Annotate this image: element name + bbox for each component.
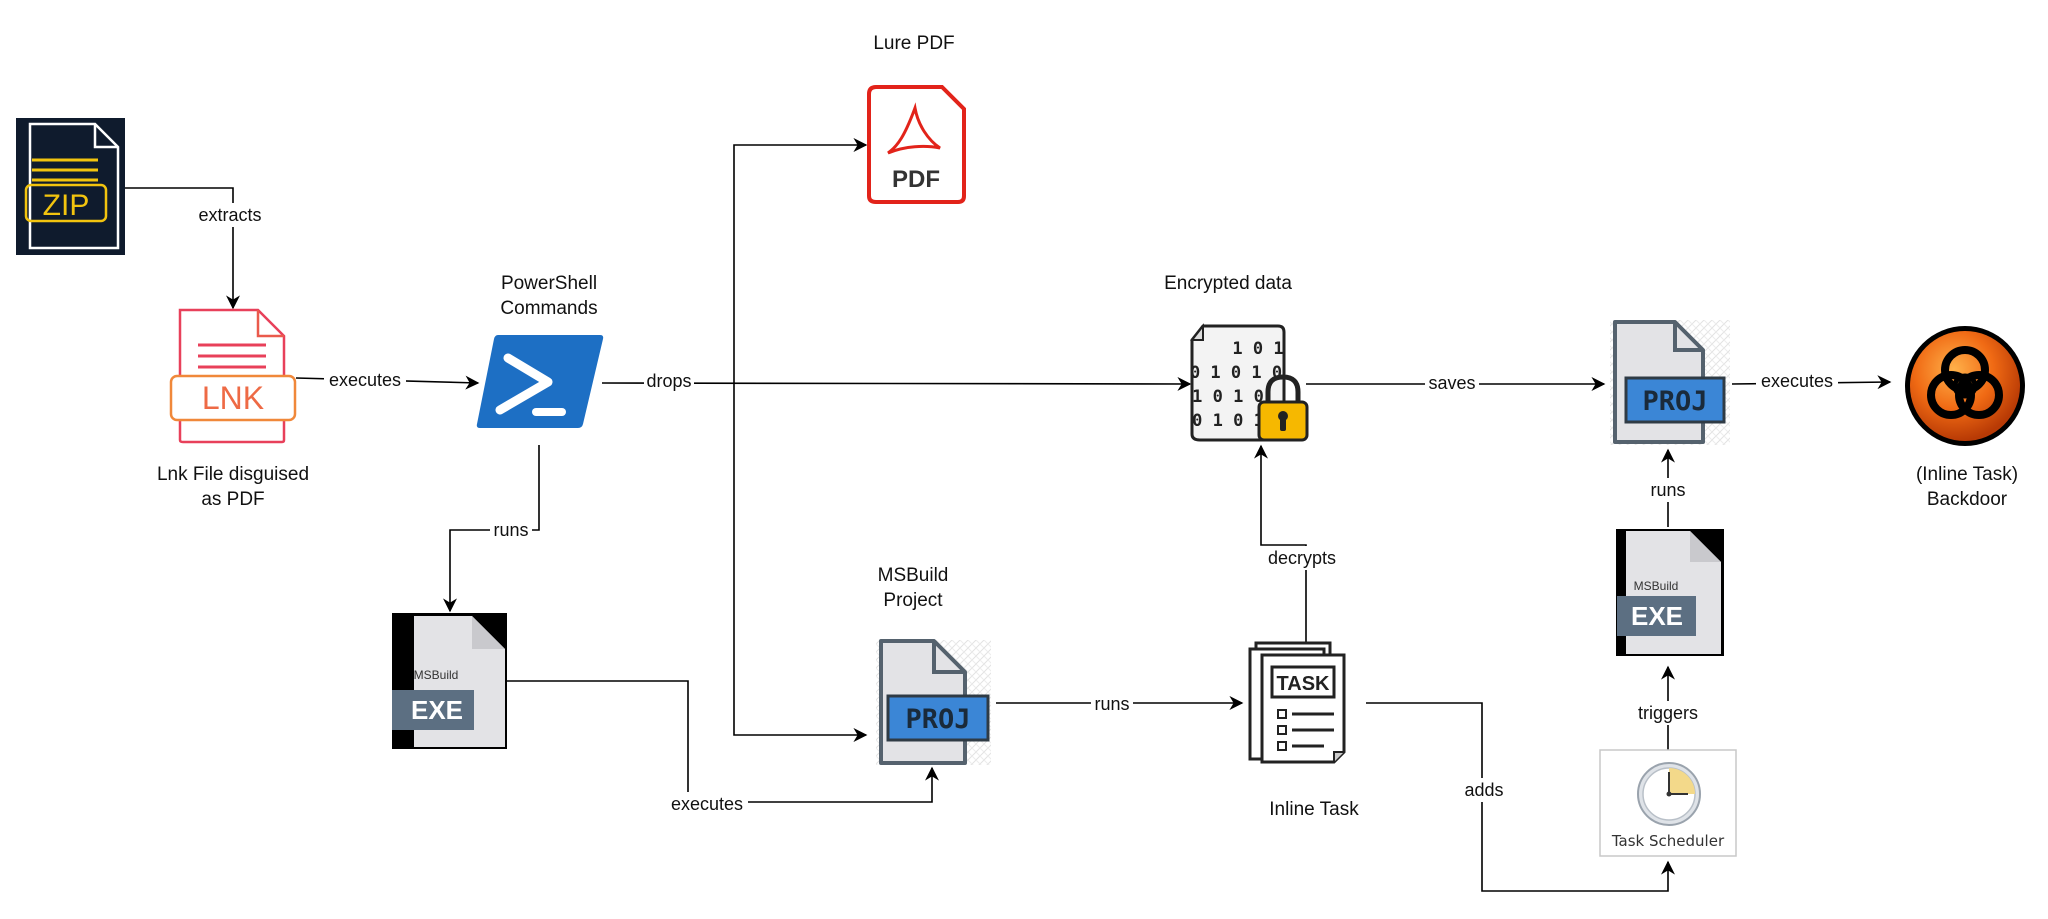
pdf-label: PDF [892,166,940,193]
edge-label-decrypts: decrypts [1268,548,1336,568]
lure-pdf-node: Lure PDF PDF [867,33,966,204]
edge-label-executes-ps: executes [329,370,401,390]
edge-label-adds: adds [1464,780,1503,800]
backdoor-node: (Inline Task) Backdoor [1905,326,2025,510]
task-label: TASK [1277,673,1331,695]
edge-label-runs-task: runs [1094,694,1129,714]
lure-pdf-caption: Lure PDF [873,33,954,54]
zip-file-node: ZIP [16,118,125,255]
edge-label-extracts: extracts [198,205,261,225]
project-caption-line1: MSBuild [878,565,949,586]
backdoor-caption-line2: Backdoor [1927,489,2008,510]
task-scheduler-caption: Task Scheduler [1611,832,1725,850]
biohazard-icon [1905,326,2025,446]
edge-label-triggers: triggers [1638,703,1698,723]
msbuild-project-node: MSBuild Project PROJ [876,565,991,765]
edge-label-executes-proj: executes [671,794,743,814]
edge-label-runs-proj: runs [1650,480,1685,500]
encrypted-caption: Encrypted data [1164,273,1292,294]
lnk-icon [169,308,297,444]
encrypted-data-node: Encrypted data 1 0 1 0 1 0 1 0 1 0 1 0 0… [1164,273,1309,442]
edge-label-runs-exe: runs [493,520,528,540]
zip-icon [24,122,120,250]
proj-right-label: PROJ [1642,386,1707,417]
exe-left-label: EXE [411,695,463,725]
exe-file-icon-left [392,613,507,749]
lock-icon [1257,374,1309,442]
pdf-icon [867,85,966,204]
edge-label-saves: saves [1428,373,1475,393]
clock-icon [1637,762,1701,826]
lnk-caption-line2: as PDF [201,489,264,510]
edge-powershell-to-encrypted [601,376,1192,391]
exe-right-small-label: MSBuild [1634,579,1679,593]
proj-right-node: PROJ [1610,320,1730,445]
encrypted-row-1: 1 0 1 [1232,339,1283,359]
exe-right-label: EXE [1631,601,1683,631]
edge-drops-to-project [733,383,868,742]
proj-file-icon-left [876,639,991,765]
msbuild-exe-left-node: MSBuild EXE [392,613,507,749]
encrypted-row-2: 0 1 0 1 0 [1190,363,1282,383]
project-caption-line2: Project [883,590,943,611]
exe-file-icon-right [1616,529,1724,656]
encrypted-row-3: 1 0 1 0 [1192,387,1264,407]
msbuild-exe-right-node: MSBuild EXE [1616,529,1724,656]
edge-drops-to-lure-pdf [733,138,868,383]
powershell-caption-line2: Commands [500,298,597,319]
edge-zip-to-lnk [124,187,240,310]
lnk-label: LNK [202,380,264,416]
powershell-icon [476,335,604,428]
inline-task-caption: Inline Task [1269,799,1359,820]
edge-label-drops: drops [646,371,691,391]
lnk-file-node: LNK Lnk File disguised as PDF [157,308,309,510]
edge-label-executes-backdoor: executes [1761,371,1833,391]
edge-labels: extracts executes drops runs executes ru… [194,203,1838,816]
lnk-caption-line1: Lnk File disguised [157,464,309,485]
proj-file-icon-right [1610,320,1730,445]
zip-label: ZIP [43,189,90,222]
exe-left-small-label: MSBuild [414,668,459,682]
proj-left-label: PROJ [905,704,970,735]
edge-task-to-encrypted [1254,444,1307,642]
task-scheduler-node: Task Scheduler [1599,749,1737,857]
powershell-node: PowerShell Commands [476,273,604,428]
zip-background [16,118,125,255]
inline-task-node: TASK Inline Task [1248,641,1359,820]
edge-exe-to-project [506,680,939,803]
encrypted-row-4: 0 1 0 1 [1192,411,1264,431]
powershell-caption-line1: PowerShell [501,273,597,294]
backdoor-caption-line1: (Inline Task) [1916,464,2018,485]
edge-task-to-scheduler [1366,702,1675,892]
task-document-icon [1248,641,1346,764]
